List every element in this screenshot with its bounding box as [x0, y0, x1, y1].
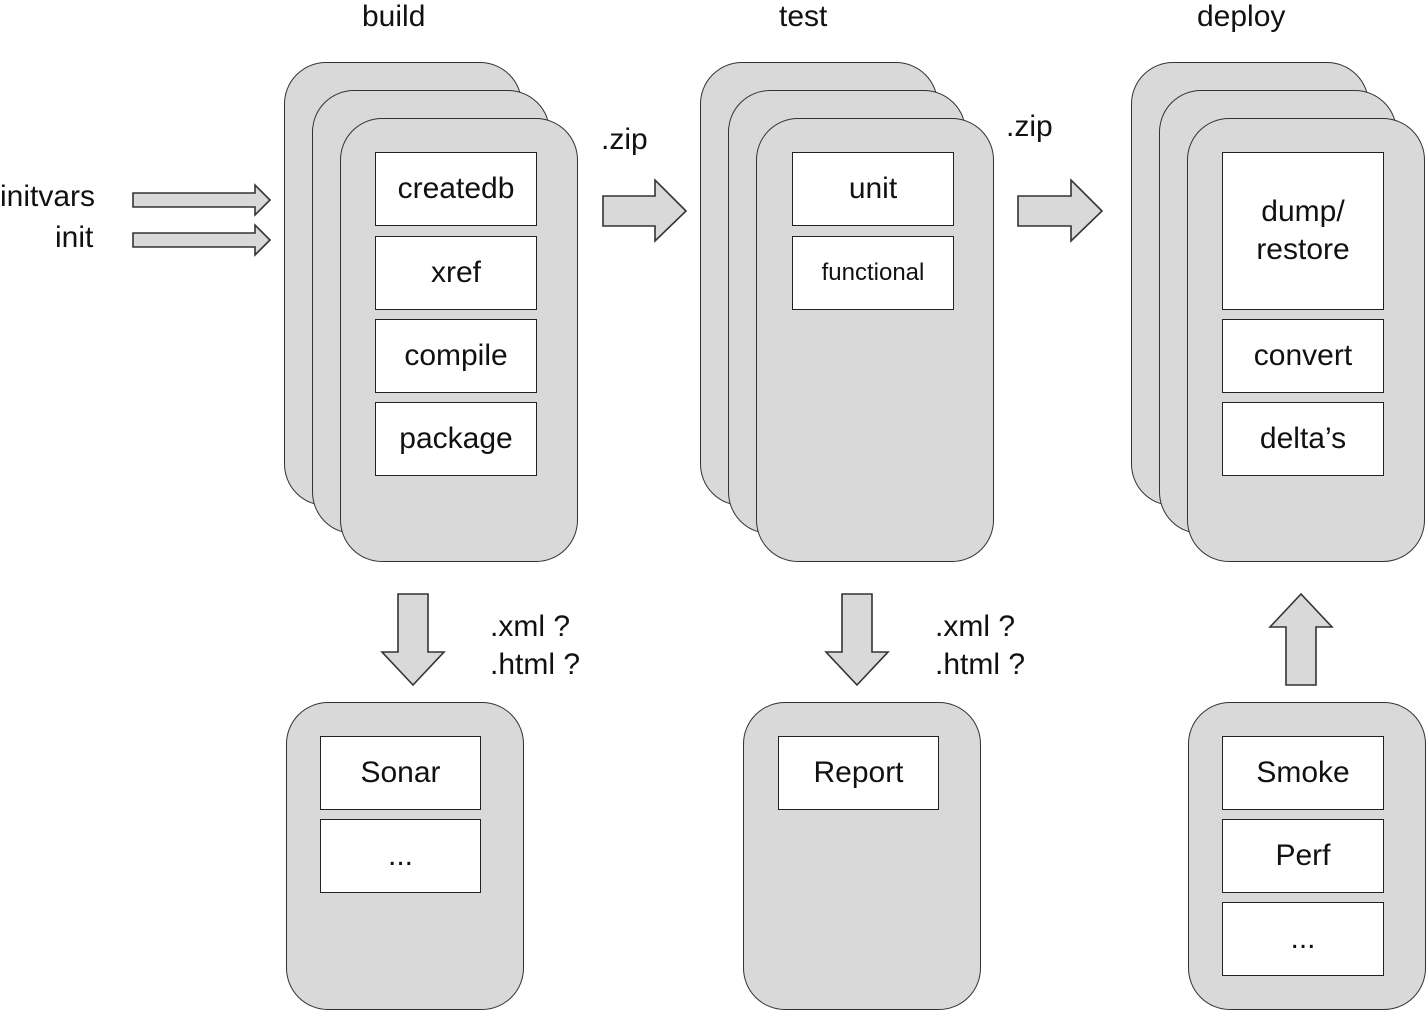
test-report-arrow: [824, 593, 890, 687]
deploy-tests-arrow: [1268, 592, 1334, 686]
tool-perf: Perf: [1222, 819, 1384, 893]
task-compile: compile: [375, 319, 537, 393]
task-dump-restore: dump/ restore: [1222, 152, 1384, 310]
stage-title-build: build: [362, 0, 426, 33]
task-functional: functional: [792, 236, 954, 310]
build-report-arrow: [380, 593, 446, 687]
task-deltas: delta’s: [1222, 402, 1384, 476]
test-to-deploy-arrow: [1017, 178, 1104, 243]
test-format-html: .html ?: [935, 648, 1026, 681]
stage-title-test: test: [779, 0, 828, 33]
tool-report: Report: [778, 736, 939, 810]
build-format-html: .html ?: [490, 648, 581, 681]
init-arrow: [132, 223, 272, 257]
initvars-arrow: [132, 183, 272, 217]
task-package: package: [375, 402, 537, 476]
tool-sonar: Sonar: [320, 736, 481, 810]
task-createdb: createdb: [375, 152, 537, 226]
task-convert: convert: [1222, 319, 1384, 393]
task-xref: xref: [375, 236, 537, 310]
artifact-label-zip-test: .zip: [1006, 110, 1053, 143]
tool-build-more: ...: [320, 819, 481, 893]
build-to-test-arrow: [602, 178, 688, 243]
stage-title-deploy: deploy: [1197, 0, 1286, 33]
input-label-init: init: [55, 221, 94, 254]
tool-deploy-more: ...: [1222, 902, 1384, 976]
build-format-xml: .xml ?: [490, 610, 571, 643]
test-format-xml: .xml ?: [935, 610, 1016, 643]
input-label-initvars: initvars: [0, 180, 96, 213]
tool-smoke: Smoke: [1222, 736, 1384, 810]
artifact-label-zip-build: .zip: [601, 123, 648, 156]
task-unit: unit: [792, 152, 954, 226]
